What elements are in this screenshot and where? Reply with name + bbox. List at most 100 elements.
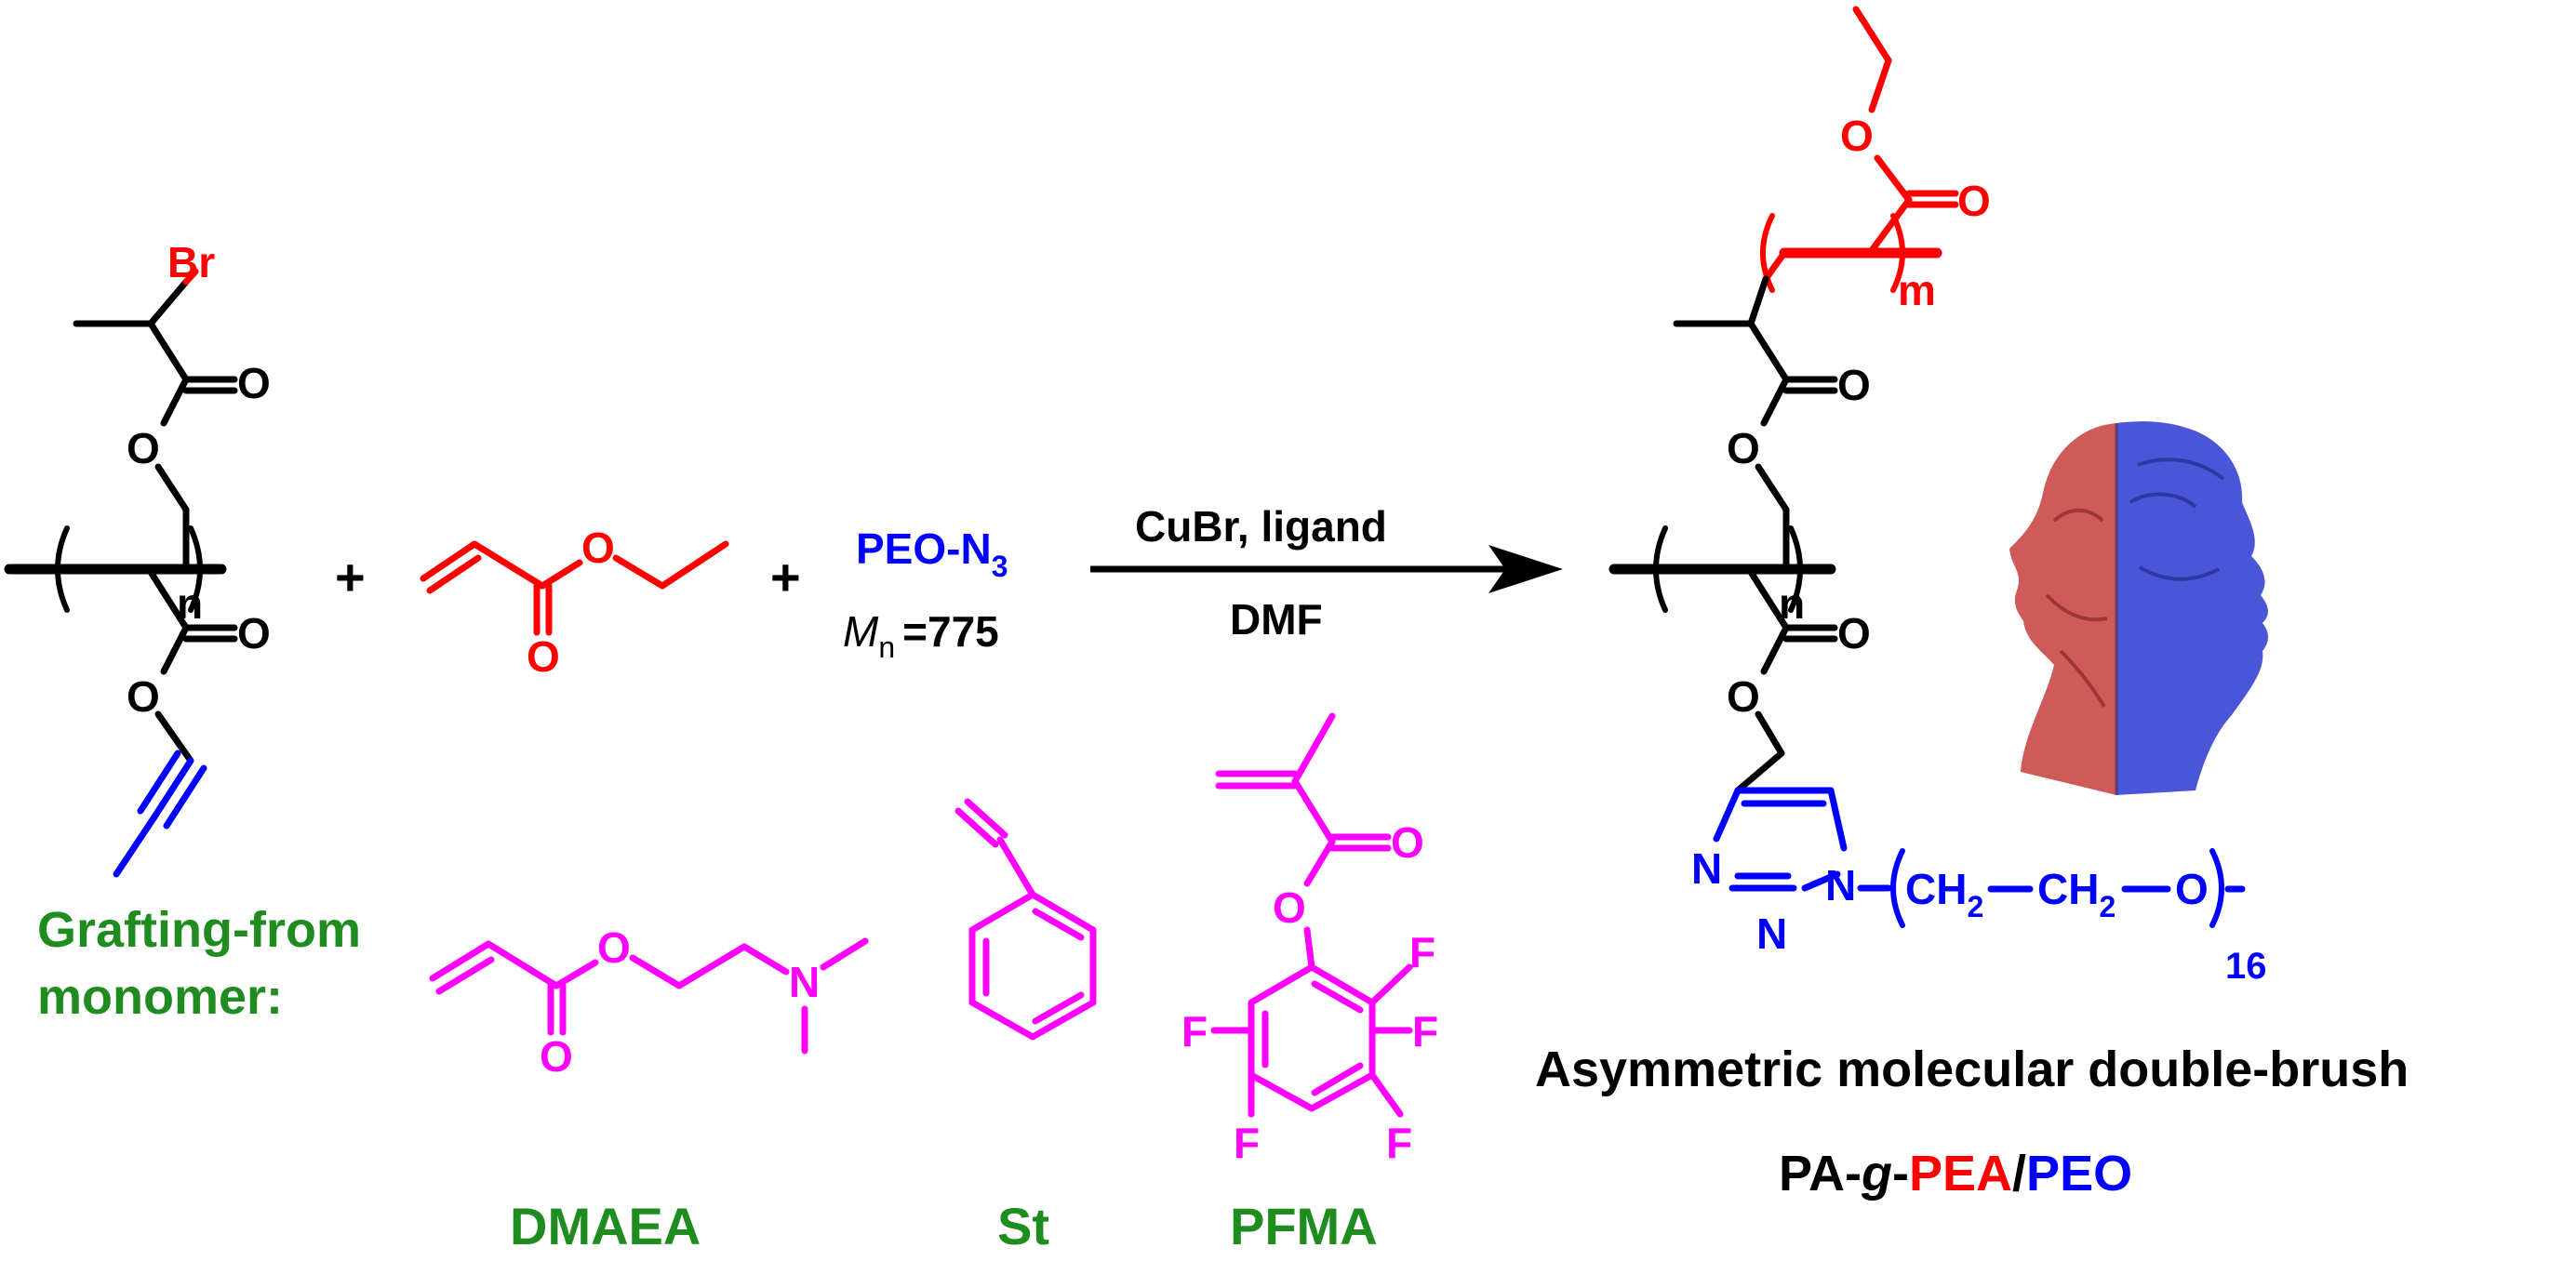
product-paren-left (1653, 525, 1668, 613)
vinyl-double-1 (420, 540, 478, 582)
arrow-conditions-below: DMF (1230, 595, 1323, 644)
repeat-paren-right (188, 525, 203, 613)
janus-bust-image (2009, 421, 2268, 795)
peo-ch2-b: CH2 (2037, 865, 2116, 923)
acrylate-ester-bond (539, 559, 583, 590)
st-ring-double-2 (1032, 991, 1085, 1025)
pfma-fluorine-4: F (1234, 1119, 1260, 1167)
peo-paren-left (1890, 848, 1905, 928)
pfma-oxygen-carbonyl: O (1391, 818, 1424, 867)
dmaea-vinyl-2 (435, 956, 495, 995)
reaction-arrow: CuBr, ligand DMF (1090, 502, 1563, 644)
pfma-cf-5 (1368, 1071, 1404, 1118)
arrow-conditions-above: CuBr, ligand (1135, 502, 1387, 551)
triazole-nn-3 (1801, 870, 1841, 892)
pea-oxygen-ester: O (1840, 112, 1874, 160)
pea-ester-bond (1874, 154, 1913, 204)
peo-ch2-a: CH2 (1905, 865, 1983, 923)
product-triazole-link (1734, 750, 1785, 794)
vinyl-double-2 (426, 554, 482, 594)
plus-sign-1: + (335, 548, 366, 606)
pfma-name: PFMA (1230, 1197, 1378, 1255)
st-benzene-ring (968, 891, 1097, 1041)
product-oxygen-ester-bottom: O (1727, 672, 1760, 721)
triazole-bond-left (1713, 787, 1742, 843)
dmaea-structure: O O N (429, 923, 869, 1081)
pfma-o-ring (1303, 926, 1315, 971)
bromine-label: Br (167, 238, 215, 286)
ester-bond-top (160, 376, 190, 427)
pfma-oxygen-ester: O (1273, 883, 1306, 932)
oxygen-carbonyl-bottom: O (237, 609, 271, 657)
st-vinyl-ring (996, 836, 1036, 898)
cbr-bond-black (147, 278, 190, 327)
pfma-ring (1248, 963, 1376, 1112)
peo-repeat-16: 16 (2225, 946, 2267, 987)
peo-azide: PEO-N3 Mn=775 (843, 524, 1008, 664)
product-alpha-bond (1747, 320, 1790, 383)
pfma-ring-double-2 (1311, 1062, 1364, 1096)
grafting-label-line2: monomer: (37, 969, 283, 1025)
ethyl-bond-2 (659, 540, 729, 590)
alpha-carbonyl-bond (147, 320, 190, 383)
triazole-n2: N (1756, 909, 1787, 958)
molecular-weight: Mn=775 (843, 607, 999, 664)
caption-polymer-name: PA-g-PEA/PEO (1779, 1146, 2132, 1201)
pfma-fluorine-1: F (1409, 928, 1435, 976)
pea-link-black (1747, 275, 1769, 327)
propargyl-methylene (154, 710, 194, 764)
ester-bond-bottom (160, 624, 190, 675)
pfma-ester-bond (1303, 838, 1336, 887)
pea-link-red (1762, 249, 1788, 283)
product-oxygen-carbonyl-top: O (1837, 361, 1871, 409)
peo-label: PEO-N3 (856, 524, 1008, 583)
pfma-fluorine-2: F (1181, 1007, 1208, 1055)
backbone-to-carbonyl (145, 565, 190, 631)
product-backbone-carbonyl (1745, 565, 1790, 631)
alkyne-bond-2 (137, 750, 181, 815)
pfma-fluorine-3: F (1412, 1007, 1438, 1055)
dmaea-oxygen-carbonyl: O (540, 1032, 573, 1081)
cbr-bond-red (182, 268, 199, 285)
oxygen-ester-top: O (127, 424, 160, 472)
pea-paren-right (1890, 213, 1905, 293)
pfma-structure: O O F F F F F (1181, 712, 1438, 1167)
vinyl-to-carbonyl (471, 540, 546, 590)
alkyne-bond-3 (163, 764, 207, 830)
product-triazole-methylene (1755, 710, 1785, 757)
product-polymer: O O m O O n O O (1608, 6, 2267, 987)
oxygen-carbonyl-top: O (237, 359, 271, 407)
pea-paren-left (1760, 213, 1775, 293)
peo-oxygen: O (2175, 865, 2209, 913)
dmaea-nitrogen: N (789, 958, 820, 1006)
pea-side-bond (1866, 196, 1913, 257)
pfma-methyl (1291, 712, 1336, 785)
st-ring-double-3 (1032, 908, 1085, 941)
peo-paren-right (2209, 848, 2224, 928)
grafting-label-line1: Grafting-from (37, 902, 361, 958)
dmaea-chain-3 (741, 943, 790, 976)
reactant-polymer: Br O O n O O (4, 238, 271, 878)
triazole-n1: N (1691, 844, 1722, 893)
product-oxygen-carbonyl-bottom: O (1837, 609, 1871, 657)
oxygen-ester-bottom: O (127, 672, 160, 721)
dmaea-vinyl-carbonyl (485, 940, 560, 989)
st-vinyl-2 (964, 798, 1008, 839)
acrylate-oxygen-carbonyl: O (527, 632, 560, 681)
st-vinyl-1 (954, 807, 999, 848)
pfma-to-carbonyl (1291, 777, 1336, 845)
ethyl-acrylate: O O (420, 524, 729, 681)
repeat-paren-left (55, 525, 70, 613)
pea-oxygen-carbonyl: O (1957, 177, 1991, 225)
arrow-head (1488, 545, 1563, 593)
dmaea-chain-2 (675, 943, 748, 989)
acrylate-oxygen-ester: O (581, 524, 615, 572)
product-paren-right (1788, 525, 1803, 613)
st-name: St (997, 1197, 1049, 1255)
alkyne-bond-1 (150, 757, 194, 822)
triazole-bond-right (1827, 787, 1848, 852)
caption-title: Asymmetric molecular double-brush (1535, 1042, 2409, 1097)
pfma-cf-1 (1368, 963, 1413, 1006)
dmaea-ester-bond (553, 959, 599, 989)
